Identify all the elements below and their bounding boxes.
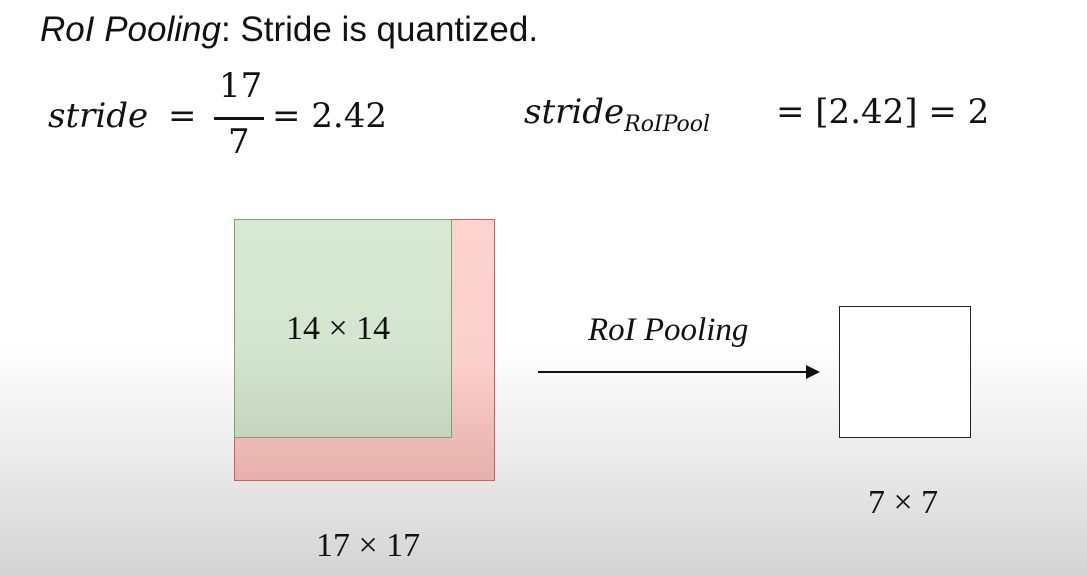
outer-region-label: 17 × 17	[316, 527, 421, 564]
stride-result: = 2.42	[272, 96, 387, 136]
quantized-stride-equation: strideRoIPool = [2.42] = 2	[0, 0, 1087, 200]
fraction-bar	[214, 117, 264, 120]
equals-sign: =	[168, 96, 197, 136]
title-rest: : Stride is quantized.	[220, 10, 539, 49]
pooled-region-14x14	[234, 219, 452, 438]
inner-region-label: 14 × 14	[286, 310, 391, 347]
fraction-numerator: 17	[219, 66, 263, 106]
fraction-denominator: 7	[228, 122, 250, 162]
stride-equation: stride = 17 7 = 2.42	[0, 0, 1087, 200]
quantized-lhs-stride: stride	[524, 92, 625, 132]
slide-title: RoI Pooling: Stride is quantized.	[40, 8, 538, 52]
output-label: 7 × 7	[868, 484, 939, 521]
quantized-lhs: strideRoIPool	[524, 92, 710, 137]
arrow-label: RoI Pooling	[588, 312, 749, 348]
arrow-head-icon	[806, 365, 820, 379]
quantized-rhs: = [2.42] = 2	[776, 92, 990, 132]
quantized-subscript: RoIPool	[624, 112, 711, 137]
output-grid-7x7	[839, 306, 971, 438]
title-italic: RoI Pooling	[40, 10, 221, 49]
arrow-shaft	[538, 371, 810, 373]
stride-lhs: stride	[48, 96, 149, 136]
